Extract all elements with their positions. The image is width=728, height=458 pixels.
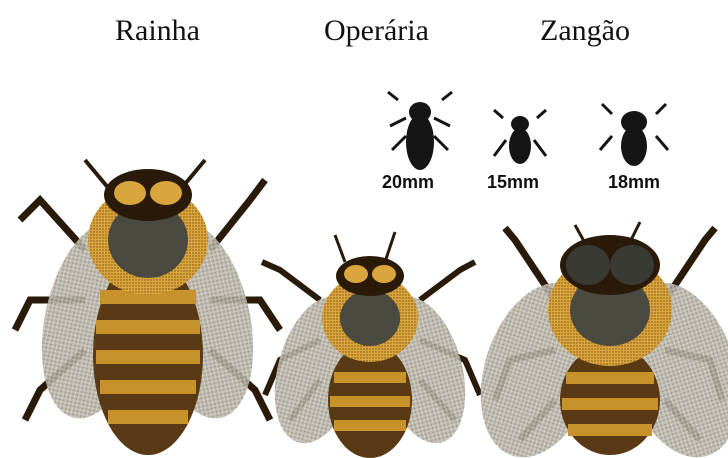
silhouette-worker-icon bbox=[494, 110, 546, 164]
silhouette-queen-icon bbox=[388, 92, 452, 170]
silhouette-drone-icon bbox=[600, 104, 668, 166]
worker-bee-illustration bbox=[260, 232, 480, 458]
queen-bee-illustration bbox=[15, 160, 280, 455]
size-label-queen: 20mm bbox=[382, 172, 434, 193]
size-label-worker: 15mm bbox=[487, 172, 539, 193]
size-label-drone: 18mm bbox=[608, 172, 660, 193]
drone-bee-illustration bbox=[460, 222, 728, 458]
